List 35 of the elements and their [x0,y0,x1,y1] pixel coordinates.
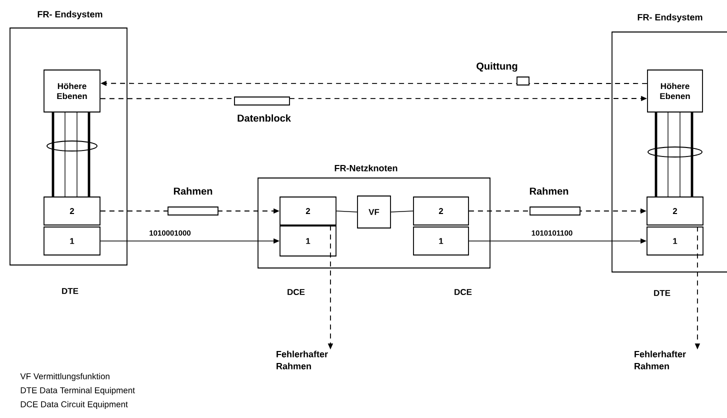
frame-heading: FR- Endsystem [38,10,102,20]
layer-box: 2 [44,196,100,226]
line [76,112,78,197]
note-text: Fehlerhafter Rahmen [634,350,686,370]
line [64,112,66,197]
device-label: DTE [654,290,670,296]
frame-heading: FR- Endsystem [638,14,702,22]
line [52,112,54,197]
layer-box: VF [357,196,391,228]
line [336,210,358,212]
layer-box: 2 [280,196,336,226]
layer-box: 1 [280,226,336,256]
layer-box: 2 [646,196,704,226]
line [690,112,694,197]
edge-label: Rahmen [172,186,214,196]
layer-box: Höhere Ebenen [44,70,100,112]
layer-box: 1 [413,226,469,256]
note-text: Fehlerhafter Rahmen [276,350,328,370]
edge-label: Quittung [475,61,519,73]
device-label: DTE [62,288,78,294]
line [654,112,658,197]
frame-heading: FR-Netzknoten [334,164,398,172]
device-label: DCE [454,289,472,295]
layer-box: 1 [44,226,100,256]
layer-box: Höhere Ebenen [647,70,703,112]
line [88,112,90,197]
edge-label: Datenblock [236,113,292,123]
abbreviation-note: DTE Data Terminal Equipment [20,387,135,395]
edge-label: Rahmen [528,186,570,196]
abbreviation-note: VF Vermittlungsfunktion [20,373,110,381]
device-label: DCE [288,289,305,295]
layer-box: 2 [413,196,469,226]
layer-box: 1 [646,226,704,256]
abbreviation-note: DCE Data Circuit Equipment [20,401,128,409]
line [390,210,414,212]
